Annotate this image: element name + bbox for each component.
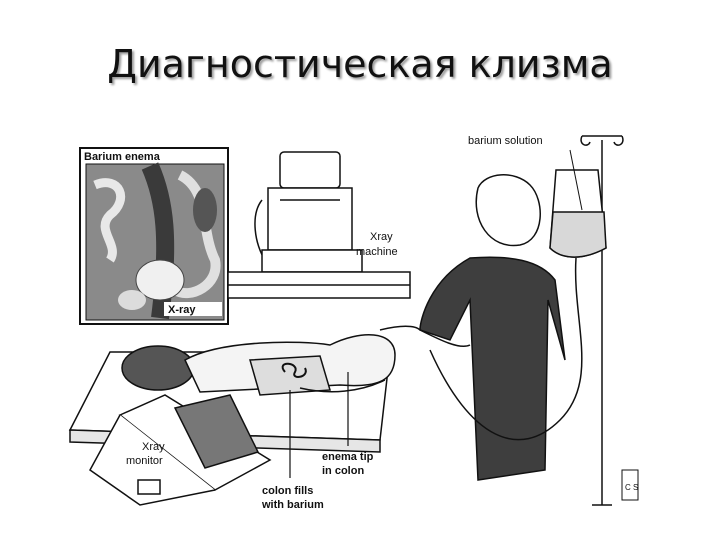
label-colon-fills-1: colon fills xyxy=(262,485,313,497)
xray-machine xyxy=(228,152,410,298)
label-xray-machine-1: Xray xyxy=(370,231,393,243)
label-xray-monitor-2: monitor xyxy=(126,455,163,467)
xray-inset: Barium enema X-ray xyxy=(80,148,228,324)
inset-title: Barium enema xyxy=(84,151,161,163)
label-xray-machine-2: machine xyxy=(356,246,398,258)
label-enema-tip-1: enema tip xyxy=(322,451,374,463)
inset-xray-label: X-ray xyxy=(168,304,196,316)
technician xyxy=(380,175,565,480)
label-barium-solution: barium solution xyxy=(468,135,543,147)
label-xray-monitor-1: Xray xyxy=(142,441,165,453)
patient xyxy=(122,335,395,395)
label-colon-fills-2: with barium xyxy=(261,499,324,511)
copyright-mark: C S xyxy=(625,483,638,492)
label-enema-tip-2: in colon xyxy=(322,465,364,477)
